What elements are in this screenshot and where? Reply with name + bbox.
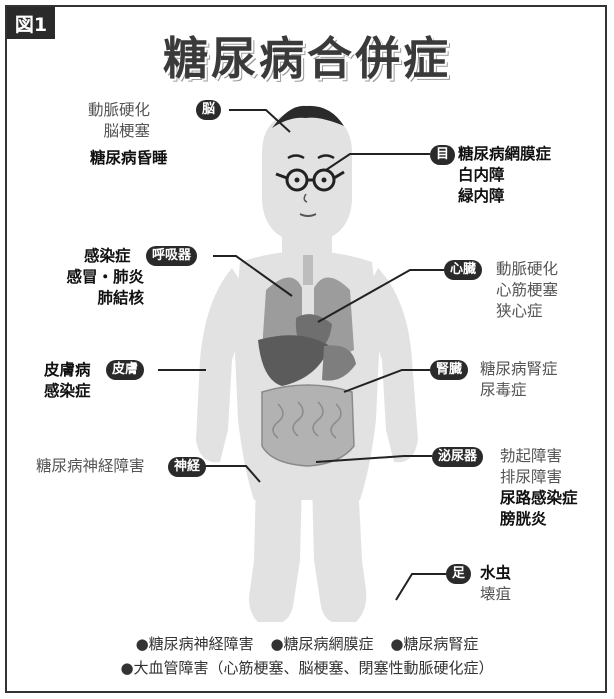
condition-label: 尿路感染症: [500, 488, 578, 509]
organ-tag-nerve: 神経: [168, 457, 206, 477]
organ-tag-skin: 皮膚: [106, 360, 144, 380]
condition-label: 感染症: [84, 246, 131, 267]
organ-tag-urinary: 泌尿器: [432, 447, 483, 467]
condition-label: 動脈硬化: [88, 100, 150, 121]
organ-tag-kidney: 腎臓: [430, 360, 468, 380]
heart-conditions: 動脈硬化 心筋梗塞 狭心症: [496, 259, 558, 322]
condition-label: 皮膚病: [44, 360, 91, 381]
condition-label: 勃起障害: [500, 446, 578, 467]
eye-conditions: 糖尿病網膜症 白内障 緑内障: [458, 144, 551, 207]
trachea: [303, 255, 313, 285]
condition-label: 動脈硬化: [496, 259, 558, 280]
condition-label: 心筋梗塞: [496, 280, 558, 301]
condition-label: 水虫: [480, 563, 511, 584]
organ-tag-heart: 心臓: [444, 260, 482, 280]
organ-tag-brain: 脳: [196, 100, 221, 120]
condition-label: 白内障: [458, 165, 551, 186]
organ-tag-respiratory: 呼吸器: [146, 246, 197, 266]
legend-item: ●大血管障害（心筋梗塞、脳梗塞、閉塞性動脈硬化症）: [120, 659, 493, 677]
legend-line-1: ●糖尿病神経障害 ●糖尿病網膜症 ●糖尿病腎症: [0, 632, 614, 656]
nerve-conditions: 糖尿病神経障害: [36, 456, 145, 477]
brain-conditions: 動脈硬化 脳梗塞: [88, 100, 150, 142]
condition-label: 脳梗塞: [88, 121, 150, 142]
condition-label: 感冒・肺炎: [44, 267, 144, 288]
condition-label: 糖尿病昏睡: [90, 148, 168, 169]
condition-label: 尿毒症: [480, 380, 558, 401]
legend-item: ●糖尿病網膜症: [270, 635, 373, 653]
respiratory-conditions-more: 感冒・肺炎 肺結核: [44, 267, 144, 309]
urinary-conditions: 勃起障害 排尿障害 尿路感染症 膀胱炎: [500, 446, 578, 530]
condition-label: 狭心症: [496, 301, 558, 322]
condition-label: 緑内障: [458, 186, 551, 207]
condition-label: 肺結核: [44, 288, 144, 309]
skin-conditions: 皮膚病 感染症: [44, 360, 91, 402]
organ-tag-foot: 足: [446, 564, 471, 584]
condition-label: 糖尿病神経障害: [36, 456, 145, 477]
condition-label: 糖尿病網膜症: [458, 144, 551, 165]
kidney-conditions: 糖尿病腎症 尿毒症: [480, 359, 558, 401]
condition-label: 排尿障害: [500, 467, 578, 488]
respiratory-conditions: 感染症: [84, 246, 131, 267]
condition-label: 感染症: [44, 381, 91, 402]
condition-label: 壊疽: [480, 584, 511, 605]
intestines: [262, 385, 354, 466]
condition-label: 膀胱炎: [500, 509, 578, 530]
organ-tag-eye: 目: [430, 145, 455, 165]
legend-item: ●糖尿病腎症: [390, 635, 478, 653]
foot-conditions: 水虫 壊疽: [480, 563, 511, 605]
legend-line-2: ●大血管障害（心筋梗塞、脳梗塞、閉塞性動脈硬化症）: [0, 656, 614, 680]
brain-condition-bold: 糖尿病昏睡: [90, 148, 168, 169]
condition-label: 糖尿病腎症: [480, 359, 558, 380]
legend-item: ●糖尿病神経障害: [136, 635, 254, 653]
